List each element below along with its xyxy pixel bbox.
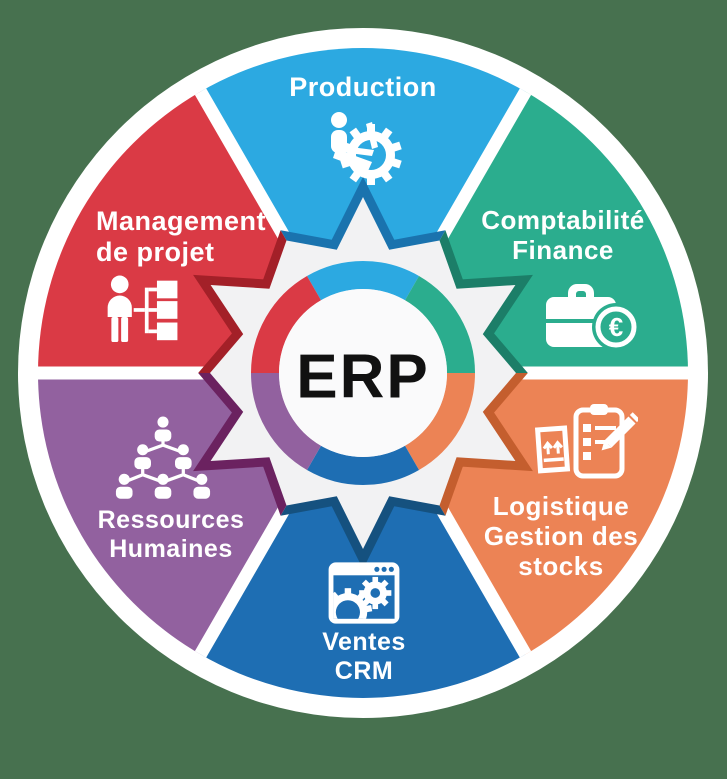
worker-laptop-gear-icon [326, 111, 408, 185]
person-flowchart-icon [103, 275, 183, 344]
ring-arc-management [251, 275, 322, 374]
browser-gears-icon [327, 559, 401, 627]
svg-text:€: € [609, 312, 623, 342]
box-clipboard-pencil-icon [534, 404, 638, 482]
segment-production-label: Production [289, 72, 437, 102]
ring-arc-ressources [251, 372, 322, 471]
ring-arc-production [307, 261, 419, 301]
segment-ressources-label: Ressources Humaines [97, 506, 245, 563]
erp-center-label: ERP [296, 342, 430, 412]
segment-ventes-label: Ventes CRM [322, 628, 406, 685]
segment-comptabilite-label: Comptabilité Finance [481, 205, 645, 265]
segment-logistique-label: Logistique Gestion des stocks [483, 491, 639, 581]
segment-management-label: Management de projet [96, 206, 267, 268]
briefcase-euro-icon: € [542, 279, 640, 351]
ring-arc-ventes [307, 445, 419, 485]
ring-arc-comptabilite [404, 275, 475, 374]
org-chart-people-icon [115, 415, 211, 503]
center-circle [279, 289, 447, 457]
center-ring [251, 261, 475, 485]
ring-arc-logistique [404, 372, 475, 471]
